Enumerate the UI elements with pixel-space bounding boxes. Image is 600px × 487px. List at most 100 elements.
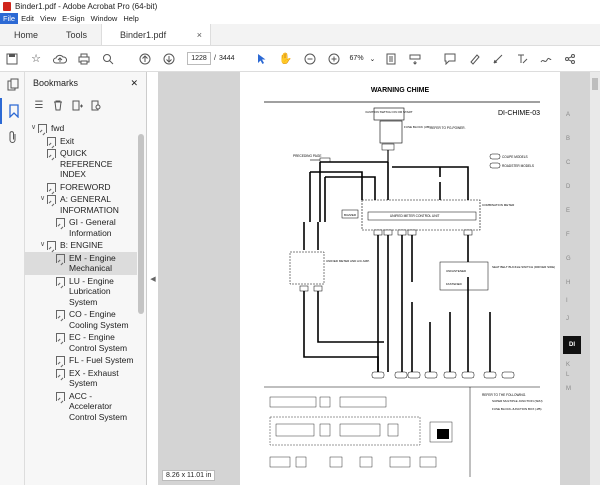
buzzer-label: BUZZER	[344, 213, 357, 217]
fuse-label: FUSE BLOCK (J/B)	[404, 125, 430, 129]
page-size-indicator: 8.26 x 11.01 in	[162, 470, 216, 481]
page-down-icon[interactable]	[160, 50, 178, 68]
bookmark-item[interactable]: FL - Fuel System	[25, 354, 137, 367]
bookmark-icon	[56, 333, 65, 342]
pdf-page: WARNING CHIME DI-CHIME-03 IGNITION SWITC…	[240, 72, 560, 485]
tab-document[interactable]: Binder1.pdf ×	[101, 24, 212, 45]
sign-icon[interactable]	[537, 50, 555, 68]
bookmark-item[interactable]: FOREWORD	[25, 181, 137, 194]
chevron-down-icon[interactable]: ∨	[30, 124, 37, 131]
window-title: Binder1.pdf - Adobe Acrobat Pro (64-bit)	[15, 2, 158, 11]
fbj-label: FUSE BLOCK-JUNCTION BOX (J/B)	[492, 407, 542, 411]
zoom-level-value: 67%	[349, 55, 364, 62]
close-tab-icon[interactable]: ×	[196, 29, 203, 40]
bookmark-icon	[47, 195, 56, 204]
page-grid-letters: A B C D E F G H I J K L M	[566, 112, 571, 392]
tab-tools[interactable]: Tools	[66, 29, 88, 40]
bookmarks-panel-icon[interactable]	[0, 98, 25, 124]
bookmark-item-selected[interactable]: EM - Engine Mechanical	[25, 251, 137, 275]
cloud-upload-icon[interactable]	[51, 50, 69, 68]
bookmarks-scrollbar[interactable]	[138, 122, 144, 485]
print-icon[interactable]	[75, 50, 93, 68]
bookmark-item[interactable]: ∨ B: ENGINE	[39, 240, 103, 250]
hand-tool-icon[interactable]: ✋	[278, 53, 293, 65]
select-cursor-icon[interactable]	[253, 50, 271, 68]
section-tab-di: DI	[563, 336, 581, 354]
tab-document-label: Binder1.pdf	[120, 29, 167, 40]
zoom-out-icon[interactable]	[301, 50, 319, 68]
refer-following-label: REFER TO THE FOLLOWING.	[482, 393, 526, 397]
diagram-code: DI-CHIME-03	[498, 110, 540, 117]
comment-icon[interactable]	[441, 50, 459, 68]
bookmark-icon	[47, 182, 56, 192]
bookmark-icon	[38, 124, 47, 133]
pages-thumbnails-icon[interactable]	[0, 72, 25, 98]
page-up-icon[interactable]	[136, 50, 154, 68]
bookmark-item[interactable]: GI - General Information	[25, 216, 137, 239]
attachments-icon[interactable]	[0, 124, 25, 150]
acrobat-icon	[3, 2, 11, 11]
draw-icon[interactable]	[489, 50, 507, 68]
delete-bookmark-icon[interactable]	[50, 97, 66, 113]
bookmark-icon	[56, 368, 65, 378]
menu-edit[interactable]: Edit	[21, 14, 35, 23]
fit-page-icon[interactable]	[382, 50, 400, 68]
bookmark-icon	[56, 391, 65, 401]
bookmark-item[interactable]: LU - Engine Lubrication System	[25, 275, 137, 309]
tab-home[interactable]: Home	[14, 29, 39, 40]
menu-file[interactable]: File	[0, 13, 19, 24]
chevron-down-icon[interactable]: ∨	[39, 241, 46, 248]
chevron-down-icon[interactable]: ∨	[39, 195, 46, 202]
fastened-label: FASTENED	[446, 282, 463, 286]
wiring-diagram: WARNING CHIME DI-CHIME-03 IGNITION SWITC…	[264, 87, 555, 477]
bookmark-item[interactable]: QUICK REFERENCE INDEX	[25, 147, 137, 181]
share-icon[interactable]	[561, 50, 579, 68]
new-bookmark-icon[interactable]	[69, 97, 85, 113]
bookmark-icon	[56, 310, 65, 319]
collapse-panel-icon[interactable]: ◀	[150, 276, 156, 283]
menu-help[interactable]: Help	[123, 14, 139, 23]
current-page-input[interactable]: 1228	[187, 52, 211, 65]
menu-bar: File Edit View E-Sign Window Help	[0, 13, 600, 24]
refer-power-label: REFER TO PG-POWER.	[430, 126, 466, 130]
combination-label: COMBINATION METER	[482, 203, 515, 207]
unified-left-label: UNIFIED METER AND A/C AMP.	[326, 259, 370, 263]
bookmark-star-icon[interactable]: ☆	[31, 53, 41, 65]
scroll-mode-icon[interactable]	[406, 50, 424, 68]
zoom-in-icon[interactable]	[325, 50, 343, 68]
unfastened-label: UNFASTENED	[446, 269, 467, 273]
bookmark-item[interactable]: CO - Engine Cooling System	[25, 308, 137, 331]
edit-text-icon[interactable]	[513, 50, 531, 68]
bookmark-tree: ∨ fwd Exit QUICK REFERENCE INDEX FOREWOR…	[25, 122, 137, 485]
bookmark-item[interactable]: ∨ fwd	[30, 123, 65, 133]
document-view: WARNING CHIME DI-CHIME-03 IGNITION SWITC…	[158, 72, 600, 485]
bookmark-icon	[47, 136, 56, 146]
bookmark-item[interactable]: ACC - Accelerator Control System	[25, 390, 137, 424]
save-icon[interactable]	[3, 50, 21, 68]
bookmark-icon	[47, 241, 56, 250]
tab-bar: Home Tools Binder1.pdf ×	[0, 24, 600, 46]
bookmarks-panel: Bookmarks ✕ ☰ ∨ fwd Exit QUICK REFERENCE…	[25, 72, 147, 485]
highlight-pen-icon[interactable]	[465, 50, 483, 68]
navigation-rail	[0, 72, 25, 485]
bookmarks-header: Bookmarks ✕	[25, 72, 146, 94]
page-heading: WARNING CHIME	[371, 87, 430, 94]
toolbar: ☆ 1228 / 3444 ✋ 67% ⌄	[0, 46, 600, 72]
bookmark-item[interactable]: EC - Engine Control System	[25, 331, 137, 354]
bookmark-icon	[56, 276, 65, 286]
chevron-down-icon: ⌄	[369, 55, 376, 63]
zoom-level-select[interactable]: 67% ⌄	[350, 55, 376, 63]
document-scrollbar[interactable]	[590, 72, 600, 485]
bookmark-item[interactable]: EX - Exhaust System	[25, 367, 137, 390]
bookmark-item[interactable]: Exit	[25, 135, 137, 148]
menu-window[interactable]: Window	[90, 14, 118, 23]
find-bookmark-icon[interactable]	[88, 97, 104, 113]
page-navigator: 1228 / 3444	[187, 52, 235, 65]
search-icon[interactable]	[99, 50, 117, 68]
menu-view[interactable]: View	[40, 14, 57, 23]
bookmark-item[interactable]: ∨ A: GENERAL INFORMATION	[39, 194, 119, 215]
menu-esign[interactable]: E-Sign	[62, 14, 85, 23]
bookmark-options-icon[interactable]: ☰	[34, 99, 44, 111]
bookmarks-toolbar: ☰	[25, 94, 146, 116]
close-panel-icon[interactable]: ✕	[130, 77, 138, 88]
